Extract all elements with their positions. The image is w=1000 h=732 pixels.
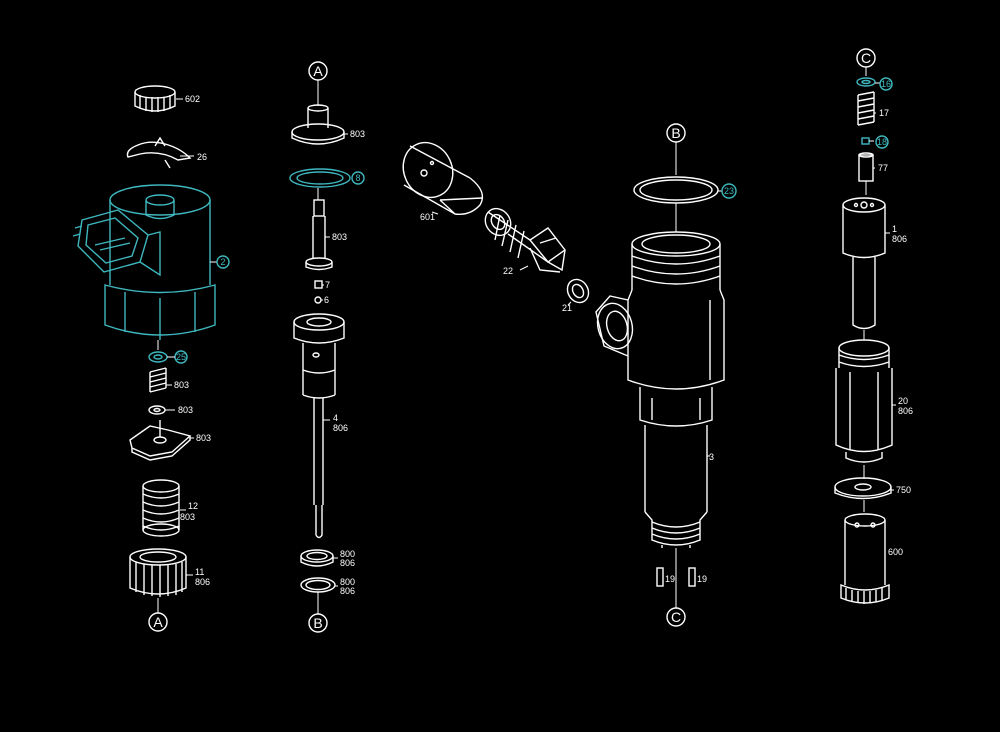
label-12: 12 bbox=[188, 501, 198, 511]
label-800b2: 806 bbox=[340, 586, 355, 596]
part-19-pin-right bbox=[688, 567, 696, 587]
part-601-cap bbox=[402, 141, 484, 215]
part-803-valve-stem bbox=[305, 199, 333, 271]
part-16-washer bbox=[856, 77, 876, 87]
part-600-cap bbox=[840, 513, 890, 604]
label-750: 750 bbox=[896, 485, 911, 495]
ref-c-bottom: C bbox=[666, 607, 686, 627]
part-803-ring bbox=[148, 405, 166, 415]
label-8: 8 bbox=[355, 173, 360, 183]
part-18-shim bbox=[861, 137, 870, 145]
label-19a: 19 bbox=[665, 574, 675, 584]
label-17: 17 bbox=[879, 108, 889, 118]
label-16: 16 bbox=[881, 79, 891, 89]
label-4: 4 bbox=[333, 413, 338, 423]
part-6-ball bbox=[314, 296, 322, 304]
svg-text:A: A bbox=[313, 63, 323, 79]
label-11b: 806 bbox=[195, 577, 210, 587]
part-1-nozzle bbox=[842, 197, 886, 330]
part-4-piston bbox=[293, 313, 345, 539]
part-7-pin bbox=[314, 280, 323, 289]
label-600: 600 bbox=[888, 547, 903, 557]
label-602: 602 bbox=[185, 94, 200, 104]
part-750-washer bbox=[834, 477, 892, 500]
part-20-nozzle-nut bbox=[835, 339, 893, 463]
ref-a-bottom: A bbox=[148, 612, 168, 632]
ref-b-bottom: B bbox=[308, 613, 328, 633]
label-803a: 803 bbox=[174, 380, 189, 390]
label-26: 26 bbox=[197, 152, 207, 162]
part-23-oring bbox=[633, 176, 719, 204]
svg-text:C: C bbox=[861, 50, 871, 66]
part-12-spring bbox=[142, 479, 180, 537]
part-803-spring-small bbox=[149, 367, 167, 393]
label-803b: 803 bbox=[178, 405, 193, 415]
label-11: 11 bbox=[195, 567, 204, 577]
svg-text:B: B bbox=[313, 615, 322, 631]
part-803-armature bbox=[129, 420, 192, 461]
label-800a2: 806 bbox=[340, 558, 355, 568]
part-19-pin-left bbox=[656, 567, 664, 587]
label-2: 2 bbox=[220, 257, 225, 267]
part-77-pin bbox=[858, 152, 874, 182]
label-23: 23 bbox=[724, 186, 734, 196]
label-18: 18 bbox=[877, 137, 887, 147]
label-1b: 806 bbox=[892, 234, 907, 244]
part-800-ring-upper bbox=[300, 549, 334, 567]
svg-text:C: C bbox=[671, 609, 681, 625]
label-4b: 806 bbox=[333, 423, 348, 433]
label-22: 22 bbox=[503, 266, 513, 276]
part-11-nut bbox=[129, 548, 187, 597]
label-21: 21 bbox=[562, 303, 572, 313]
part-22-inlet-fitting bbox=[484, 207, 567, 273]
part-26-clip bbox=[126, 136, 192, 169]
label-3: 3 bbox=[709, 452, 714, 462]
label-12b: 803 bbox=[180, 512, 195, 522]
label-803c: 803 bbox=[196, 433, 211, 443]
label-800a: 800 bbox=[340, 549, 355, 559]
part-2-solenoid bbox=[72, 184, 216, 340]
label-803top: 803 bbox=[350, 129, 365, 139]
part-803-valve-seat bbox=[291, 104, 345, 145]
part-25-washer bbox=[148, 351, 168, 363]
label-800b: 800 bbox=[340, 577, 355, 587]
label-20: 20 bbox=[898, 396, 908, 406]
label-20b: 806 bbox=[898, 406, 913, 416]
label-6: 6 bbox=[324, 295, 329, 305]
svg-text:A: A bbox=[153, 614, 163, 630]
label-25: 25 bbox=[176, 352, 186, 362]
part-8-oring bbox=[289, 168, 351, 188]
label-7: 7 bbox=[325, 280, 330, 290]
part-800-ring-lower bbox=[300, 577, 336, 593]
part-17-spring bbox=[857, 91, 875, 126]
label-1: 1 bbox=[892, 224, 897, 234]
label-19b: 19 bbox=[697, 574, 707, 584]
part-602-knob bbox=[134, 85, 176, 112]
label-601: 601 bbox=[420, 212, 435, 222]
label-803mid: 803 bbox=[332, 232, 347, 242]
svg-text:B: B bbox=[671, 125, 680, 141]
part-21-ring bbox=[566, 278, 590, 304]
label-77: 77 bbox=[878, 163, 888, 173]
ref-a-top: A bbox=[308, 61, 328, 81]
part-3-injector-body bbox=[595, 231, 725, 548]
ref-c-top: C bbox=[856, 48, 876, 68]
ref-b-top: B bbox=[666, 123, 686, 143]
